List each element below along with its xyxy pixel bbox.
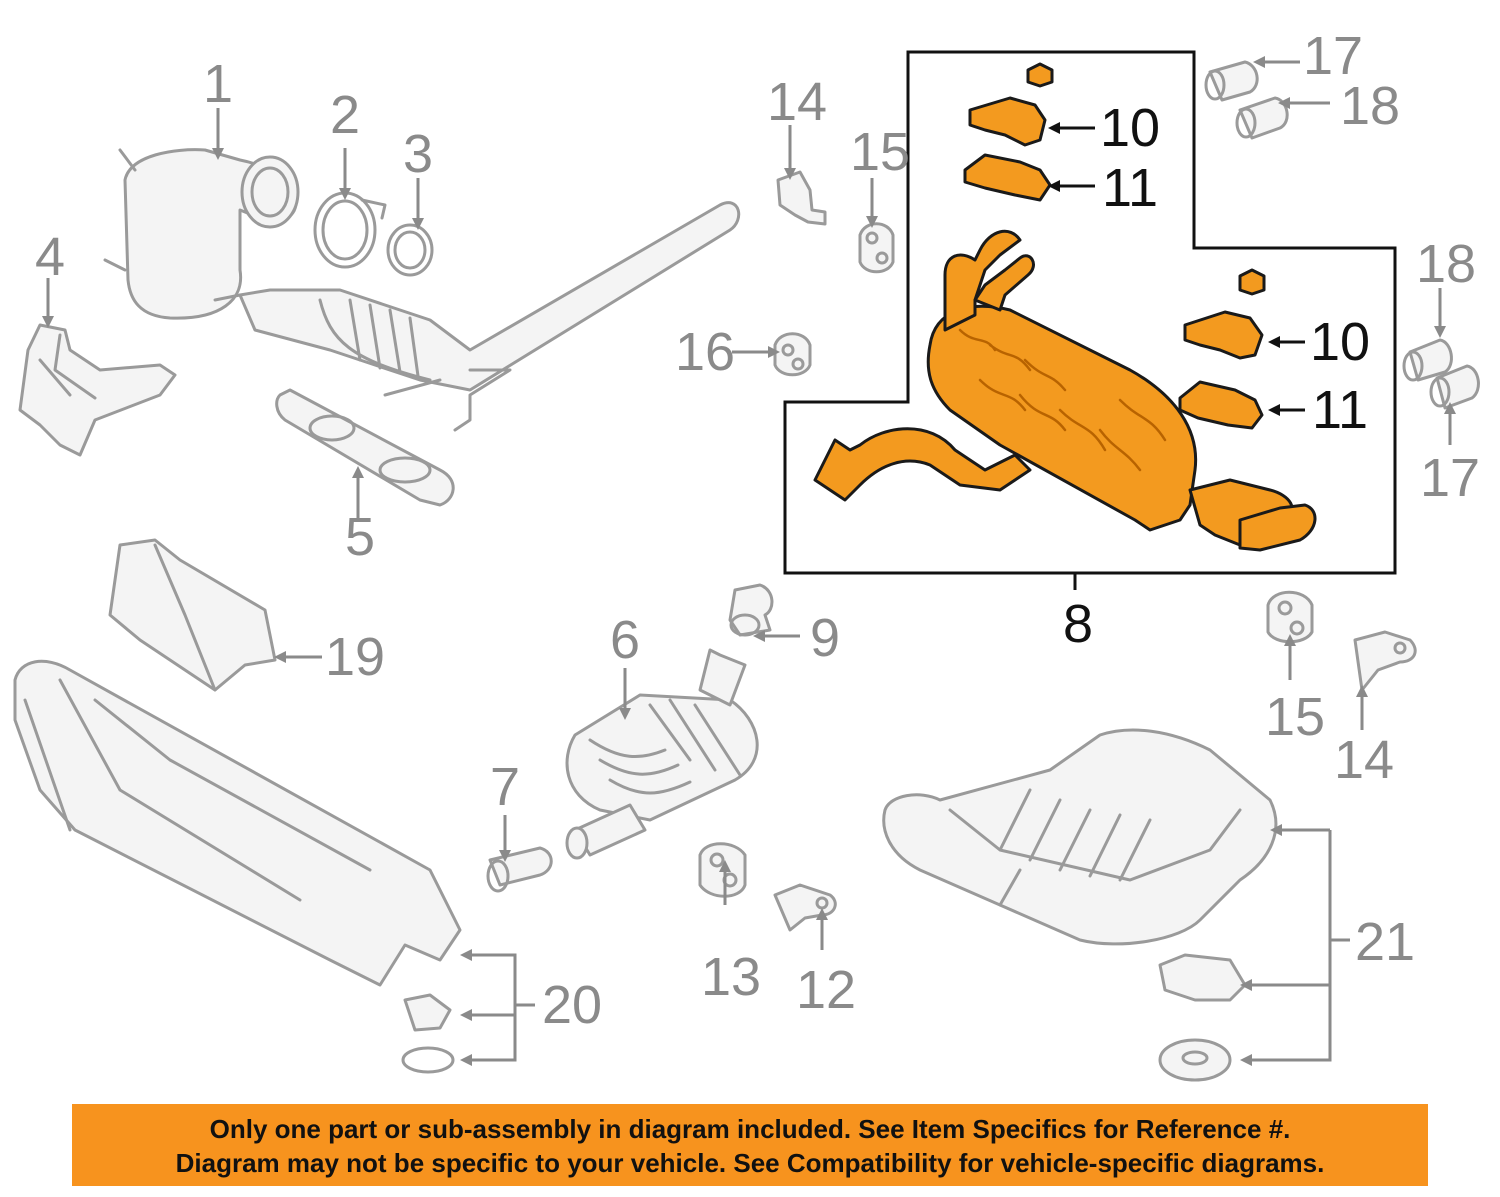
leader-lines <box>42 56 1456 1066</box>
part-15-isolator-right <box>1266 590 1314 644</box>
part-18-tip-top <box>1235 96 1289 140</box>
callout-21: 21 <box>1355 912 1415 972</box>
part-8-rear-muffler <box>813 229 1317 552</box>
leader-lines-highlighted <box>1048 122 1305 590</box>
part-9-clamp <box>728 583 774 637</box>
part-10-tip-upper <box>968 62 1054 147</box>
part-12-hanger-bracket <box>773 883 837 932</box>
disclaimer-line-1: Only one part or sub-assembly in diagram… <box>209 1114 1291 1144</box>
part-6-middle-muffler <box>565 648 759 860</box>
part-21-rear-heat-shield <box>882 728 1278 1082</box>
part-16-isolator <box>773 332 812 377</box>
callout-4: 4 <box>35 227 65 287</box>
part-8-assembly-frame <box>783 50 1397 575</box>
callout-5: 5 <box>345 507 375 567</box>
part-3-gasket <box>386 223 434 277</box>
callout-19: 19 <box>325 627 385 687</box>
part-18-tip-right <box>1402 338 1453 382</box>
callout-7: 7 <box>490 757 520 817</box>
callout-17-right: 17 <box>1420 448 1480 508</box>
part-15-isolator-top <box>858 222 895 274</box>
part-11-bracket-lower <box>1178 380 1264 430</box>
part-4-bracket <box>18 323 177 457</box>
part-20-underbody-shield <box>13 659 462 1074</box>
callout-11-lower: 11 <box>1312 380 1368 440</box>
part-10-tip-lower <box>1183 268 1266 360</box>
part-11-bracket-upper <box>963 153 1052 202</box>
callout-1: 1 <box>203 54 233 114</box>
part-5-shield <box>275 388 455 507</box>
callout-13: 13 <box>701 947 761 1007</box>
part-17-tip-top <box>1204 60 1259 102</box>
callout-10-lower: 10 <box>1310 312 1370 372</box>
callout-18-top: 18 <box>1340 76 1400 136</box>
part-14-hanger-right <box>1353 630 1417 692</box>
callout-9: 9 <box>810 608 840 668</box>
part-19-heat-shield <box>108 538 277 692</box>
callout-11-upper: 11 <box>1102 158 1158 218</box>
callout-8: 8 <box>1063 594 1093 654</box>
callout-3: 3 <box>403 124 433 184</box>
disclaimer-line-2: Diagram may not be specific to your vehi… <box>175 1148 1325 1178</box>
callout-6: 6 <box>610 610 640 670</box>
callout-14-top: 14 <box>767 72 827 132</box>
callout-10-upper: 10 <box>1100 98 1160 158</box>
callout-labels: 1 2 3 4 5 6 7 8 9 10 11 10 11 12 13 14 1… <box>35 26 1480 1035</box>
part-1-catalytic-converter <box>103 148 741 432</box>
callout-18-right: 18 <box>1416 234 1476 294</box>
callout-2: 2 <box>330 85 360 145</box>
callout-17-top: 17 <box>1303 26 1363 86</box>
callout-20: 20 <box>542 975 602 1035</box>
part-2-clamp <box>313 191 387 269</box>
callout-16: 16 <box>675 322 735 382</box>
disclaimer-banner: Only one part or sub-assembly in diagram… <box>72 1104 1428 1186</box>
part-17-tip-right <box>1429 364 1480 410</box>
callout-14-right: 14 <box>1334 730 1394 790</box>
part-14-hanger-top <box>776 170 827 226</box>
callout-15-right: 15 <box>1265 687 1325 747</box>
callout-12: 12 <box>796 960 856 1020</box>
callout-15-top: 15 <box>850 122 910 182</box>
part-7-clamp <box>486 846 553 893</box>
